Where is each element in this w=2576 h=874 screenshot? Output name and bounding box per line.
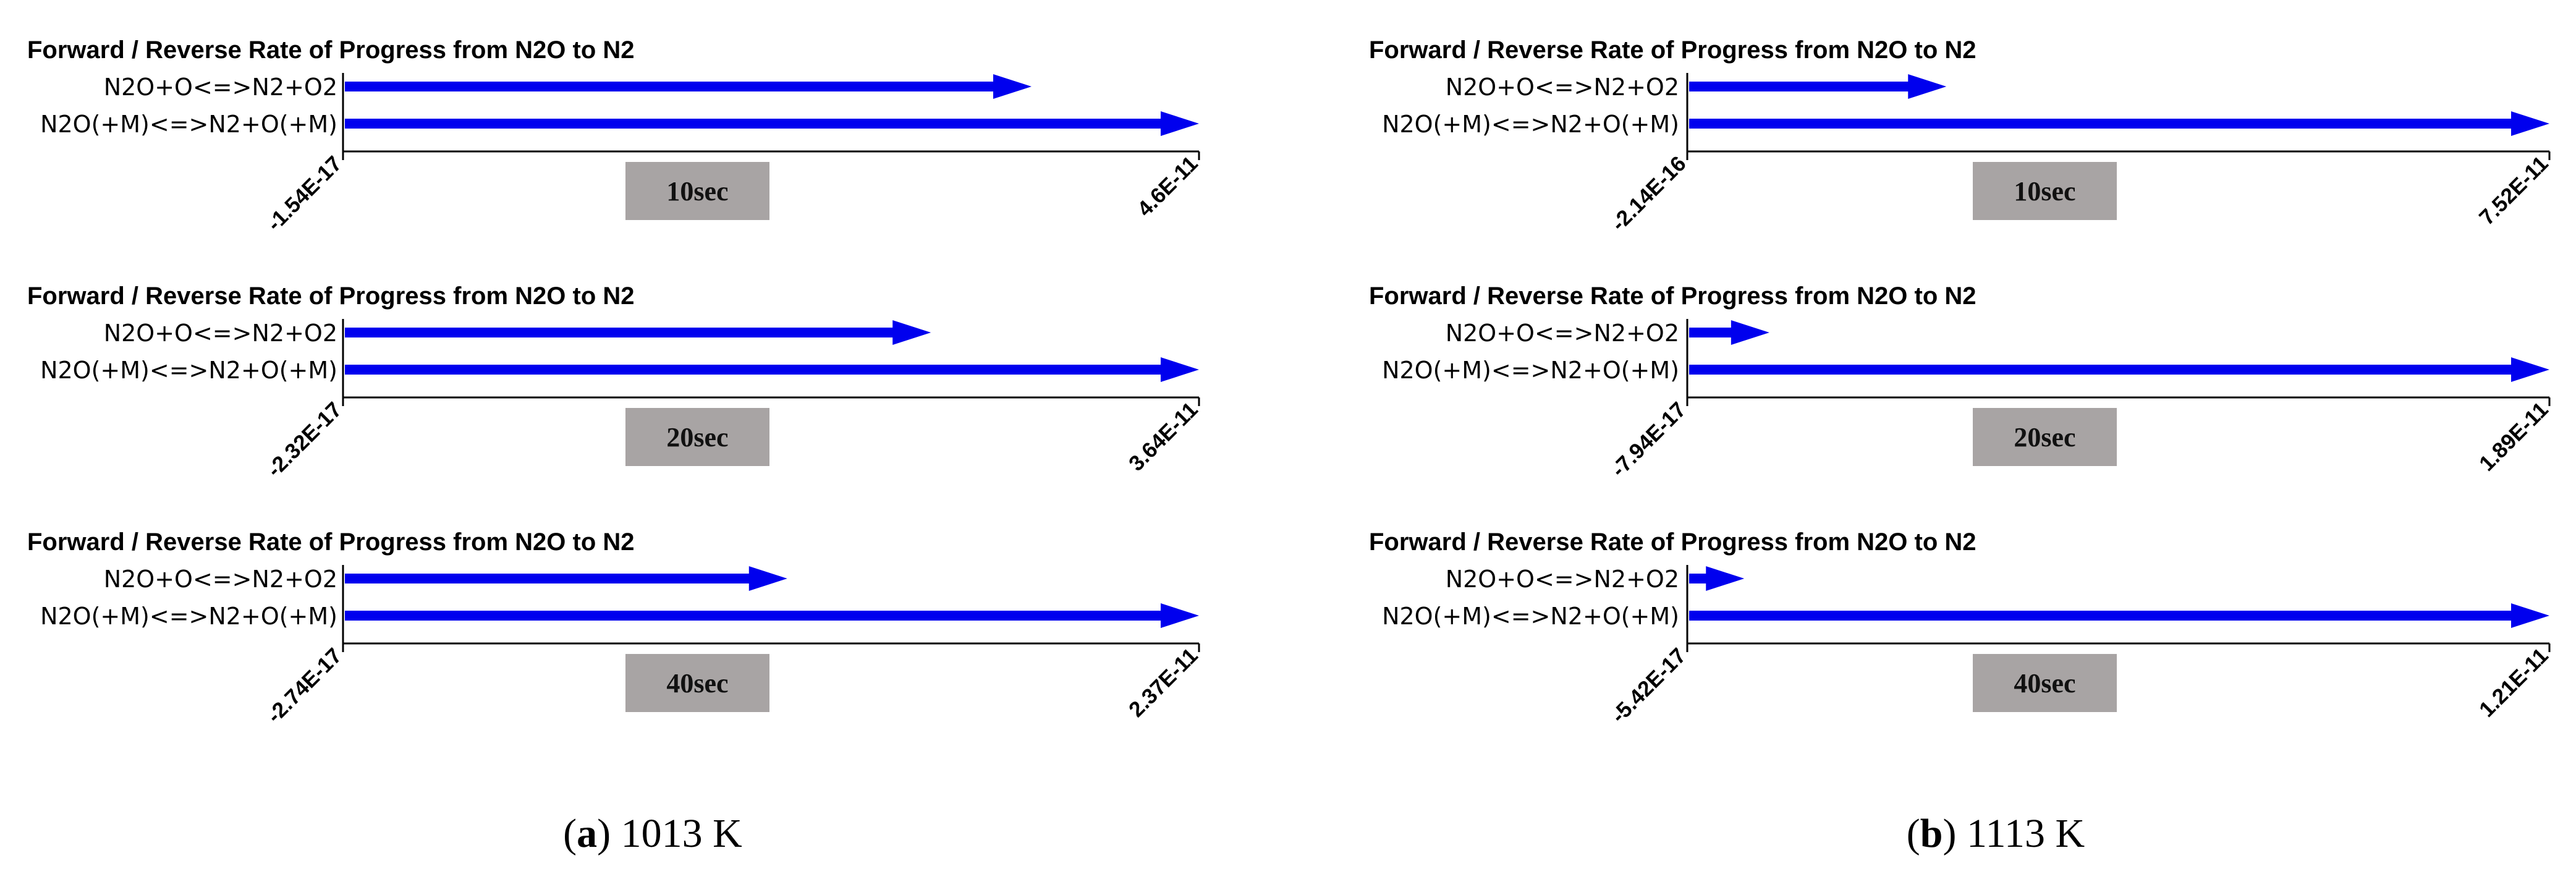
reaction-label: N2O+O<=>N2+O2 — [1446, 74, 1679, 101]
rate-arrow — [345, 566, 787, 591]
panel-a-1: Forward / Reverse Rate of Progress from … — [27, 36, 1203, 235]
time-box — [1973, 654, 2117, 712]
time-box — [625, 408, 769, 466]
time-box — [625, 654, 769, 712]
reaction-label: N2O(+M)<=>N2+O(+M) — [1382, 603, 1679, 630]
time-label: 40sec — [666, 668, 728, 698]
reaction-label: N2O+O<=>N2+O2 — [1446, 566, 1679, 593]
chart-panels: Forward / Reverse Rate of Progress from … — [27, 36, 2553, 728]
rate-arrow — [345, 74, 1032, 99]
x-tick-label-max: 1.89E-11 — [2475, 397, 2553, 476]
panel-title: Forward / Reverse Rate of Progress from … — [1369, 36, 1976, 64]
x-tick-label-min: -1.54E-17 — [262, 151, 346, 235]
caption-a: (a) 1013 K — [563, 811, 742, 856]
time-label: 10sec — [666, 176, 728, 206]
caption-b-letter: b — [1920, 811, 1943, 856]
x-tick-label-max: 4.6E-11 — [1133, 151, 1203, 221]
panel-b-3: Forward / Reverse Rate of Progress from … — [1369, 528, 2553, 728]
caption-b: (b) 1113 K — [1907, 811, 2085, 856]
x-tick-label-min: -2.14E-16 — [1606, 151, 1690, 235]
x-tick-label-max: 2.37E-11 — [1124, 643, 1203, 722]
time-label: 20sec — [2014, 422, 2075, 452]
x-tick-label-min: -5.42E-17 — [1606, 643, 1690, 728]
rate-arrow — [345, 111, 1199, 136]
rate-arrow — [345, 603, 1199, 628]
time-box — [1973, 408, 2117, 466]
time-box — [625, 162, 769, 220]
rate-arrow — [345, 357, 1199, 382]
time-label: 20sec — [666, 422, 728, 452]
rate-arrow — [345, 320, 931, 345]
reaction-label: N2O+O<=>N2+O2 — [104, 320, 337, 347]
panel-b-1: Forward / Reverse Rate of Progress from … — [1369, 36, 2553, 235]
panel-title: Forward / Reverse Rate of Progress from … — [27, 36, 635, 64]
reaction-label: N2O(+M)<=>N2+O(+M) — [1382, 357, 1679, 384]
panel-a-2: Forward / Reverse Rate of Progress from … — [27, 282, 1203, 482]
panel-title: Forward / Reverse Rate of Progress from … — [1369, 282, 1976, 310]
caption-a-text: ) 1013 K — [597, 811, 742, 856]
x-tick-label-min: -2.32E-17 — [262, 397, 346, 482]
panel-title: Forward / Reverse Rate of Progress from … — [1369, 528, 1976, 556]
caption-a-letter: a — [577, 811, 597, 856]
reaction-label: N2O(+M)<=>N2+O(+M) — [40, 111, 337, 138]
rate-arrow — [1689, 603, 2549, 628]
panel-title: Forward / Reverse Rate of Progress from … — [27, 528, 635, 556]
panel-a-3: Forward / Reverse Rate of Progress from … — [27, 528, 1203, 728]
rate-arrow — [1689, 111, 2549, 136]
x-tick-label-max: 7.52E-11 — [2475, 151, 2553, 230]
reaction-label: N2O+O<=>N2+O2 — [104, 74, 337, 101]
time-label: 10sec — [2014, 176, 2075, 206]
reaction-label: N2O+O<=>N2+O2 — [1446, 320, 1679, 347]
rate-arrow — [1689, 357, 2549, 382]
panel-title: Forward / Reverse Rate of Progress from … — [27, 282, 635, 310]
x-tick-label-min: -2.74E-17 — [262, 643, 346, 728]
time-box — [1973, 162, 2117, 220]
rate-arrow — [1689, 320, 1769, 345]
rate-arrow — [1689, 566, 1745, 591]
caption-b-text: ) 1113 K — [1943, 811, 2085, 856]
panel-b-2: Forward / Reverse Rate of Progress from … — [1369, 282, 2553, 482]
reaction-label: N2O(+M)<=>N2+O(+M) — [1382, 111, 1679, 138]
reaction-label: N2O(+M)<=>N2+O(+M) — [40, 603, 337, 630]
x-tick-label-max: 1.21E-11 — [2475, 643, 2553, 722]
reaction-label: N2O(+M)<=>N2+O(+M) — [40, 357, 337, 384]
x-tick-label-min: -7.94E-17 — [1606, 397, 1690, 482]
time-label: 40sec — [2014, 668, 2075, 698]
rate-arrow — [1689, 74, 1947, 99]
reaction-label: N2O+O<=>N2+O2 — [104, 566, 337, 593]
x-tick-label-max: 3.64E-11 — [1124, 397, 1203, 476]
